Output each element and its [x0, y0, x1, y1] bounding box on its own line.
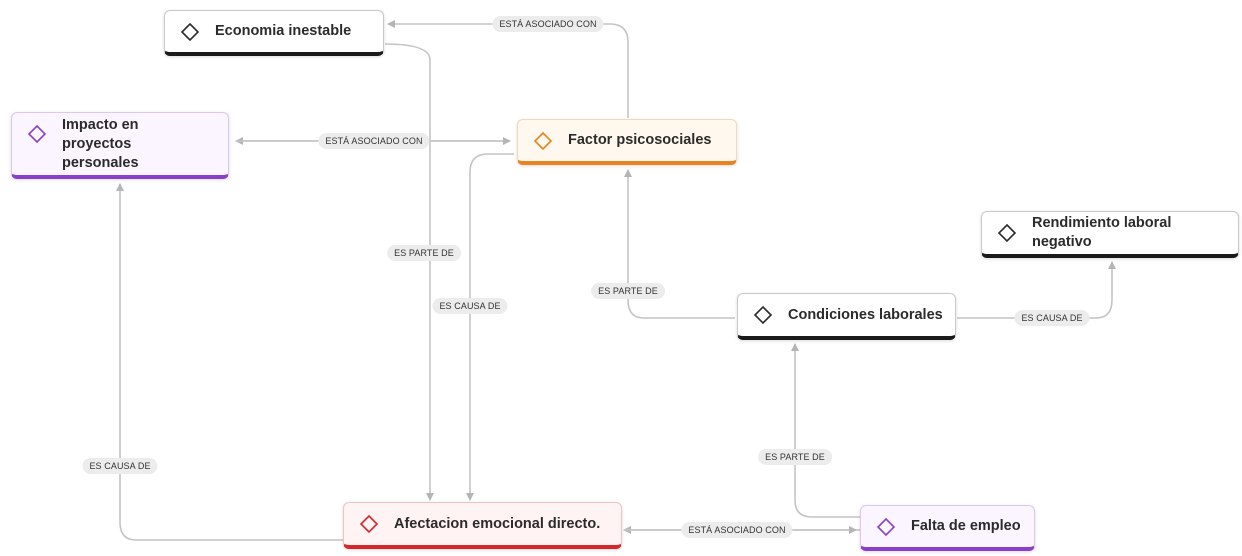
node-afectacion-emocional[interactable]: Afectacion emocional directo. [343, 502, 622, 549]
edge-label: ES PARTE DE [758, 449, 832, 465]
edge-label: ESTÁ ASOCIADO CON [681, 522, 793, 538]
edge-factor-economia [387, 20, 629, 118]
node-rendimiento-laboral[interactable]: Rendimiento laboral negativo [981, 211, 1239, 258]
diamond-icon [533, 131, 553, 150]
edge-label: ESTÁ ASOCIADO CON [492, 16, 604, 32]
node-label: Condiciones laborales [788, 306, 943, 323]
edge-condiciones-factor [624, 169, 735, 319]
node-label: Impacto en proyectos personales [62, 116, 139, 171]
diamond-icon [180, 22, 200, 41]
diamond-icon [997, 223, 1017, 243]
node-condiciones-laborales[interactable]: Condiciones laborales [737, 293, 956, 340]
diamond-icon [359, 514, 379, 534]
diamond-icon [27, 124, 47, 144]
edge-label: ES CAUSA DE [1014, 310, 1090, 326]
edge-label: ES PARTE DE [387, 245, 461, 261]
edge-label: ES PARTE DE [591, 283, 665, 299]
edge-falta-condiciones [791, 343, 860, 518]
edge-afectacion-impacto [116, 183, 343, 541]
node-label: Economia inestable [215, 23, 352, 39]
node-factor-psicosociales[interactable]: Factor psicosociales [517, 119, 737, 165]
edge-label: ES CAUSA DE [82, 458, 158, 474]
diamond-icon [753, 305, 773, 325]
edge-label: ES CAUSA DE [432, 298, 508, 314]
node-economia-inestable[interactable]: Economia inestable [164, 10, 384, 56]
diamond-icon [876, 517, 896, 536]
node-falta-empleo[interactable]: Falta de empleo [860, 505, 1035, 551]
node-label: Rendimiento laboral negativo [1032, 215, 1172, 250]
node-impacto-proyectos[interactable]: Impacto en proyectos personales [11, 112, 229, 179]
node-label: Afectacion emocional directo. [394, 515, 601, 532]
edge-factor-afectacion [466, 153, 514, 501]
node-label: Factor psicosociales [568, 132, 712, 148]
edge-economia-afectacion [384, 43, 434, 501]
node-label: Falta de empleo [911, 518, 1021, 534]
edge-condiciones-rendimiento [957, 261, 1116, 319]
edge-label: ESTÁ ASOCIADO CON [318, 133, 430, 149]
